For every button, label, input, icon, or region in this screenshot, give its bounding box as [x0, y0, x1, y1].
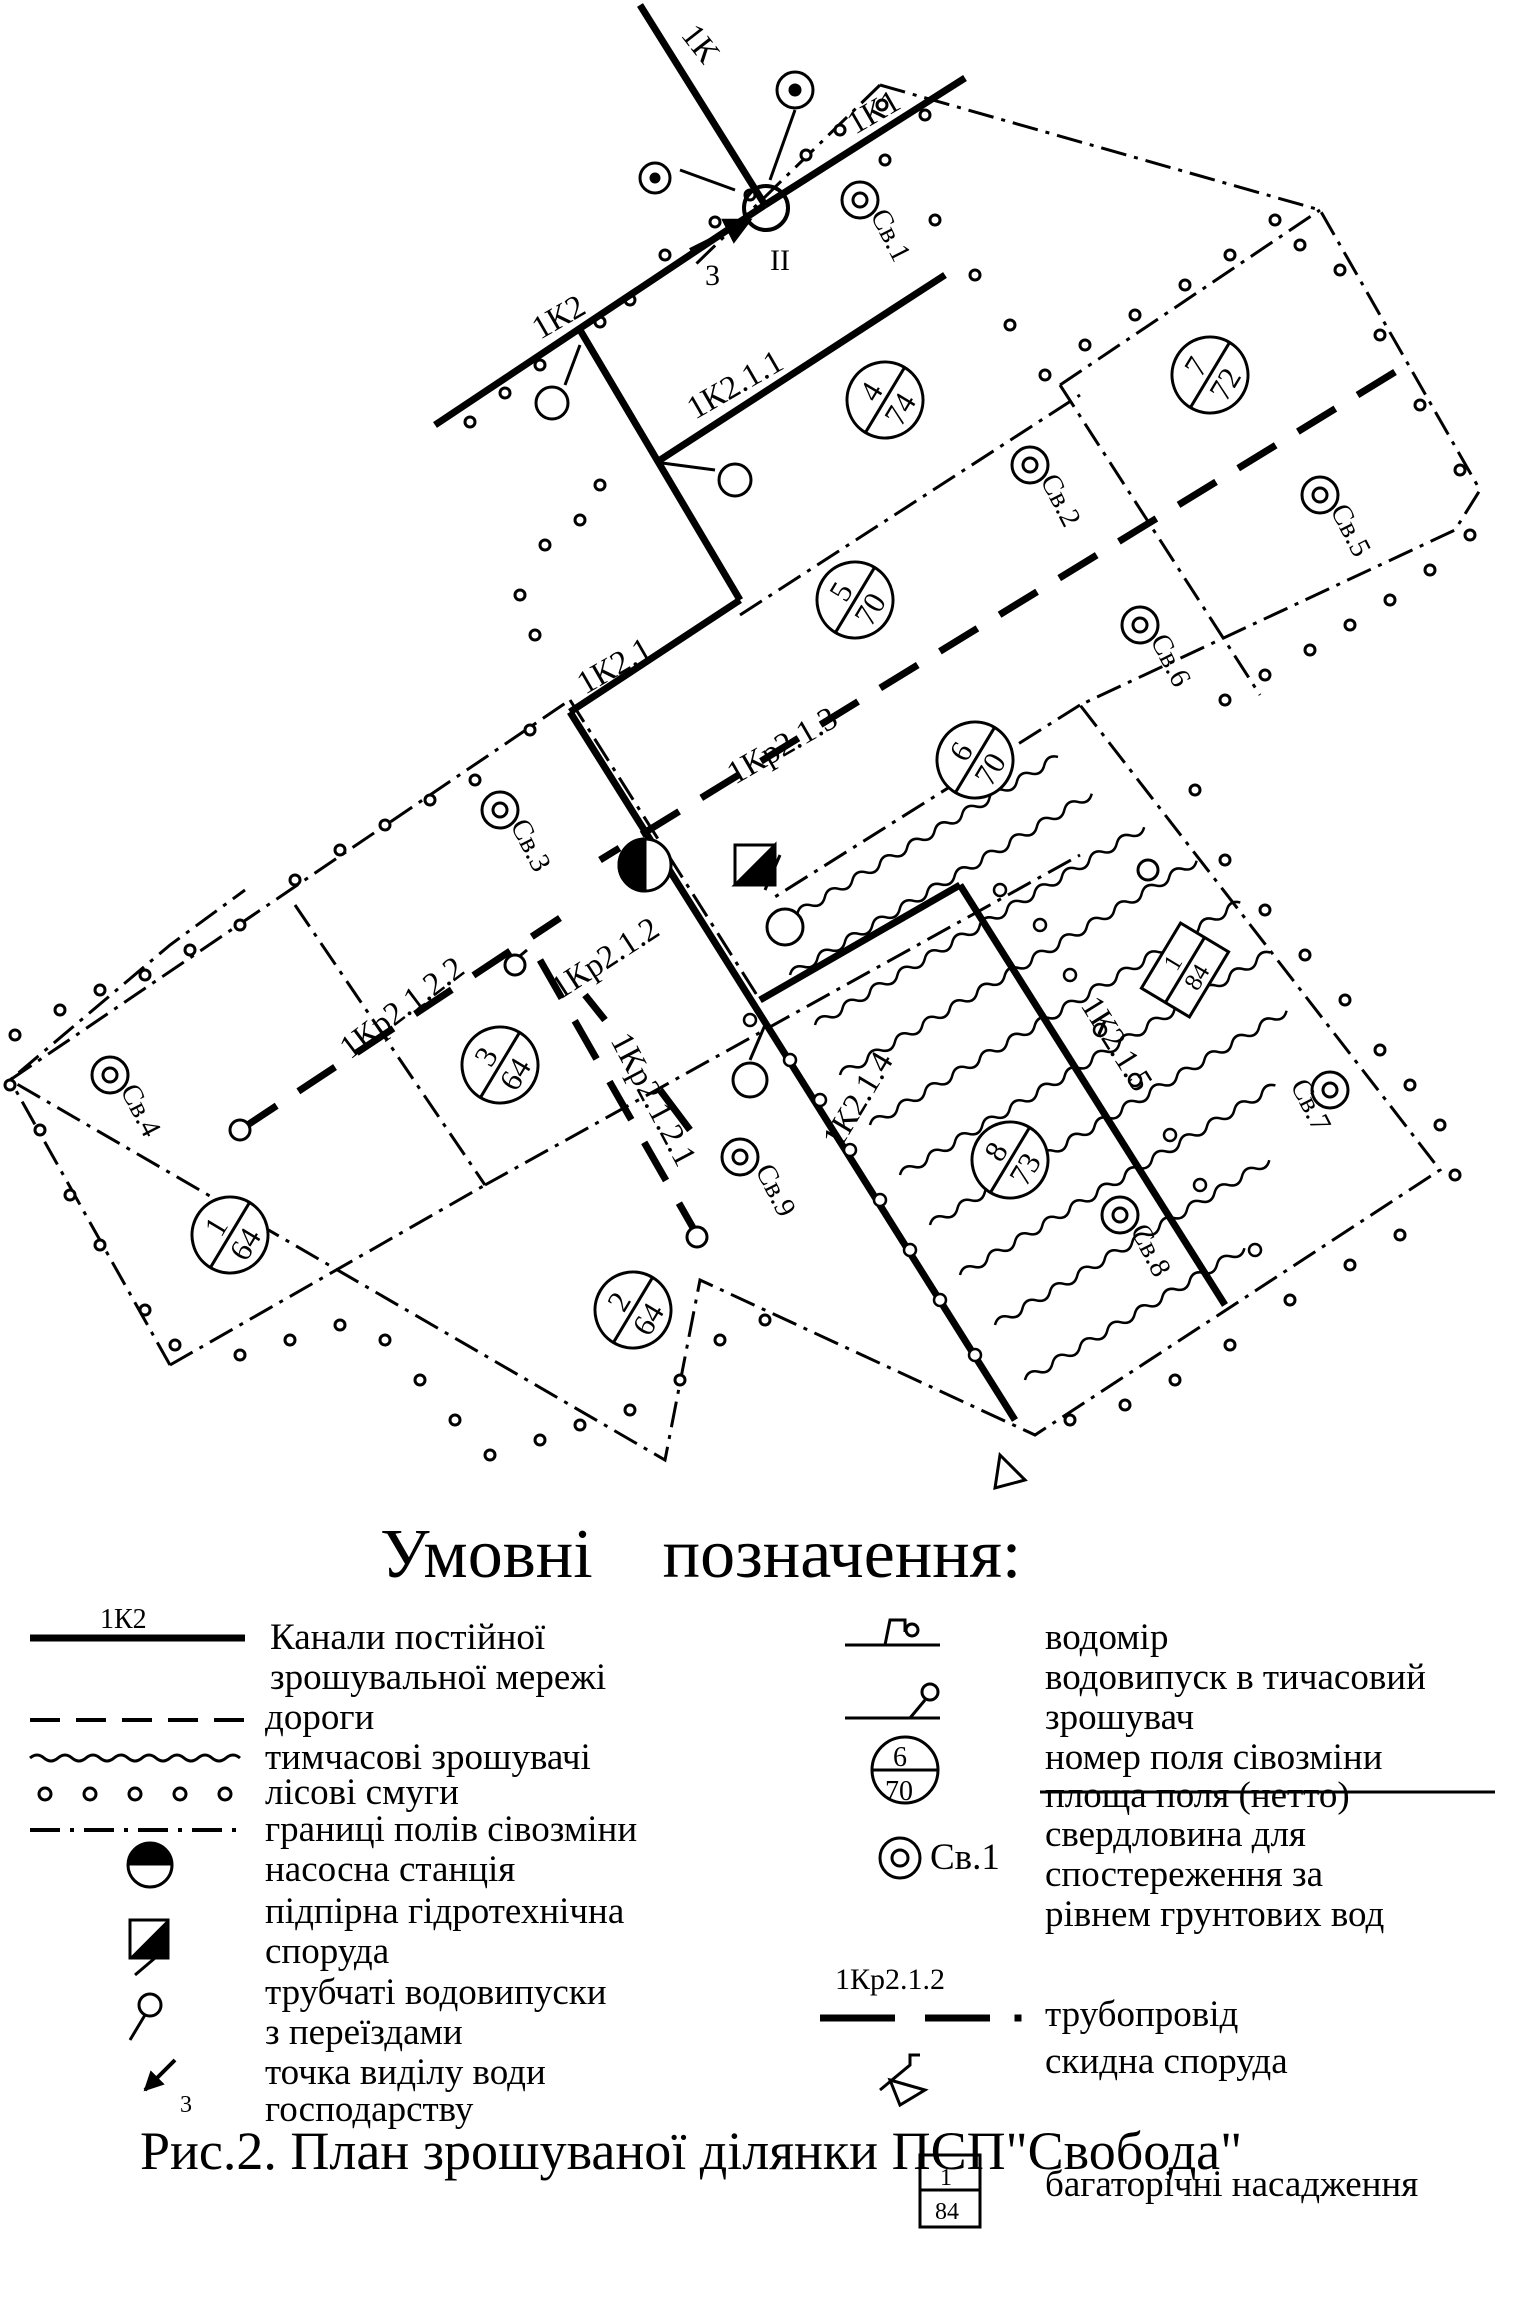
- pipe-label: 1Кр2.1.2.2: [333, 950, 471, 1066]
- well-icon: [1100, 1195, 1140, 1235]
- legend-forest-belts: лісові смуги: [265, 1772, 459, 1813]
- legend-water-point-number: 3: [180, 2092, 192, 2118]
- legend-water-point-line2: господарству: [265, 2089, 474, 2130]
- well-icon: [90, 1055, 130, 1095]
- legend-well-sample: Св.1: [930, 1837, 1000, 1878]
- well-label: Св.6: [1144, 629, 1197, 692]
- junction-node: [742, 184, 790, 232]
- legend-field-area-text: площа поля (нетто): [1045, 1775, 1350, 1816]
- temp-outlets: [742, 882, 1263, 1363]
- well-label: Св.9: [749, 1159, 802, 1222]
- well-icon: [840, 180, 880, 220]
- legend-title: Умовні позначення:: [380, 1515, 1021, 1595]
- legend-pump-station: насосна станція: [265, 1849, 516, 1890]
- legend-field-borders: границі полів сівозміни: [265, 1809, 638, 1850]
- legend-outlet-temp-line2: зрошувач: [1045, 1697, 1195, 1738]
- figure-caption: Рис.2. План зрошуваної ділянки ПСП"Свобо…: [140, 2121, 1243, 2181]
- legend-retaining-line2: споруда: [265, 1931, 390, 1972]
- legend-discharge: скидна споруда: [1045, 2041, 1288, 2082]
- flow-arrow: [689, 218, 753, 252]
- legend-orchard-number: 1: [940, 2165, 952, 2191]
- legend-well-line1: свердловина для: [1045, 1814, 1306, 1855]
- legend-orchard-area: 84: [935, 2199, 959, 2225]
- node-label: II: [770, 244, 790, 277]
- canal-label: 1К: [674, 18, 727, 71]
- well-icon: [1120, 605, 1160, 645]
- observation-wells: [90, 180, 1350, 1235]
- legend-water-meter: водомір: [1045, 1617, 1169, 1658]
- water-meter-icon: [768, 70, 815, 181]
- temporary-irrigators: [768, 755, 1288, 1381]
- well-icon: [1300, 475, 1340, 515]
- well-label: Св.8: [1124, 1219, 1177, 1282]
- well-label: Св.1: [864, 204, 917, 267]
- legend-canal-sample: 1К2: [100, 1604, 147, 1635]
- legend-canals-line2: зрошувальної мережі: [270, 1657, 607, 1698]
- legend-retaining-line1: підпірна гідротехнічна: [265, 1891, 625, 1932]
- legend-perennial: багаторічні насадження: [1045, 2164, 1419, 2205]
- canal-label: 1К1: [841, 83, 907, 142]
- legend-pipeline: трубопровід: [1045, 1994, 1239, 2035]
- legend-field-area-sample: 70: [885, 1776, 913, 1807]
- well-icon: [1010, 445, 1050, 485]
- legend-field-number-text: номер поля сівозміни: [1045, 1737, 1383, 1778]
- roads: [238, 369, 1397, 1242]
- legend-field-number-sample: 6: [893, 1742, 907, 1773]
- permanent-canals: [433, 3, 1228, 1422]
- water-meters: [228, 70, 1160, 1491]
- legend-temp-irrigators: тимчасові зрошувачі: [265, 1737, 591, 1778]
- canal-label: 1К2.1.4: [816, 1046, 901, 1154]
- well-icon: [480, 790, 520, 830]
- water-meter-icon: [638, 161, 736, 195]
- legend-title-word: позначення:: [662, 1516, 1022, 1593]
- well-icon: [720, 1137, 760, 1177]
- legend-water-point-line1: точка виділу води: [265, 2052, 546, 2093]
- well-label: Св.4: [114, 1079, 168, 1143]
- water-point-label: 3: [705, 259, 720, 292]
- legend-well-line2: спостереження за: [1045, 1854, 1323, 1895]
- legend-well-line3: рівнем грунтових вод: [1045, 1894, 1385, 1935]
- field-boundaries: [7, 83, 1482, 1463]
- retaining-structure-icon: [731, 841, 777, 887]
- legend-pipe-sample: 1Кр2.1.2: [835, 1963, 946, 1996]
- pipe-label: 1Кр2.1.3: [721, 700, 844, 792]
- well-label: Св.5: [1324, 499, 1377, 562]
- canal-label: 1К2.1: [571, 631, 658, 702]
- legend-outlet-temp-line1: водовипуск в тичасовий: [1045, 1657, 1426, 1698]
- irrigation-plan: 1 64 2 64 3 64 4 74 5 70 6 70 7 72 8 73: [3, 3, 1482, 1491]
- field-markers: [190, 335, 1250, 1350]
- legend-canals-line1: Канали постійної: [270, 1617, 546, 1658]
- well-icon: [1310, 1070, 1350, 1110]
- pipe-outlet-icon: [228, 344, 1160, 1249]
- legend-pipe-outlets-line2: з переїздами: [265, 2012, 463, 2053]
- legend-pipe-outlets-line1: трубчаті водовипуски: [265, 1972, 607, 2013]
- pipe-label: 1Кр2.1.2: [545, 911, 666, 1007]
- legend-roads: дороги: [265, 1697, 375, 1738]
- discharge-structure-icon: [993, 1451, 1028, 1491]
- well-label: Св.3: [504, 814, 557, 877]
- legend-title-word: Умовні: [380, 1516, 593, 1593]
- well-label: Св.2: [1034, 469, 1087, 532]
- pump-station-icon: [617, 837, 673, 893]
